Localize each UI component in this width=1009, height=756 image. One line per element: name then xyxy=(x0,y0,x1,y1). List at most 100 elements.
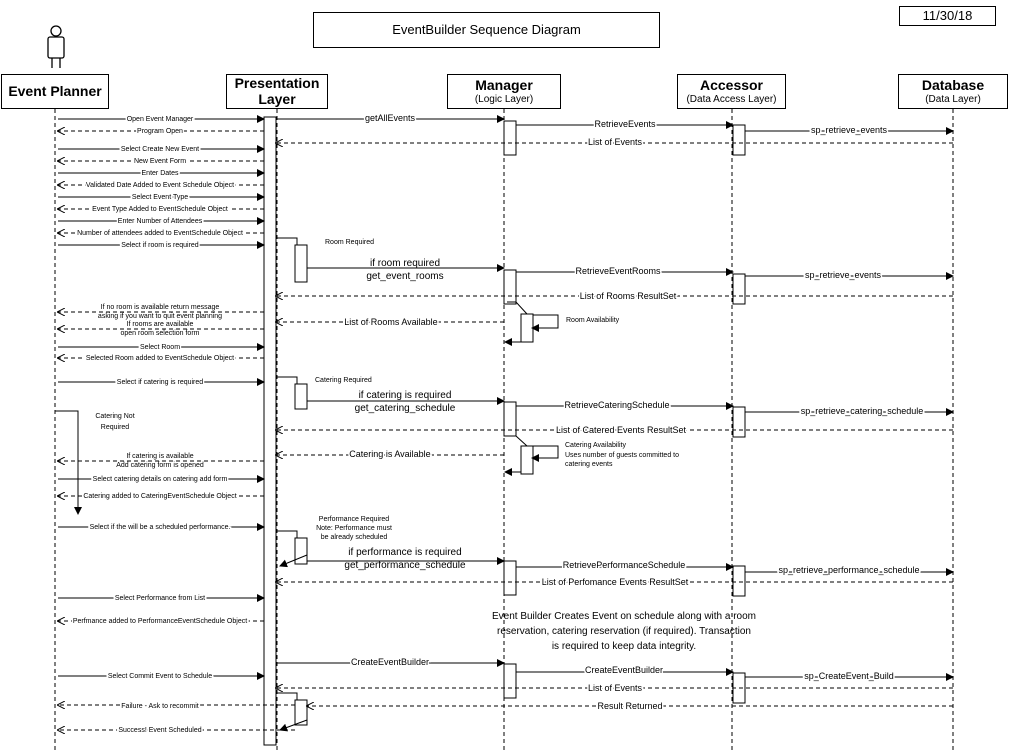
self-message-arrow xyxy=(531,445,559,462)
message-label: Event Type Added to EventSchedule Object xyxy=(92,206,228,213)
participant-presentation-name: Presentation xyxy=(234,75,320,92)
self-call-performance xyxy=(277,530,298,538)
activation-presentation-room xyxy=(294,244,308,283)
activation-presentation-performance xyxy=(294,537,308,565)
message-label: get_event_rooms xyxy=(366,271,443,282)
participant-presentation-layer: Presentation Layer xyxy=(226,74,328,109)
participant-event-planner: Event Planner xyxy=(1,74,109,109)
message-label: Performance Required xyxy=(319,516,390,523)
message-label: Enter Number of Attendees xyxy=(118,218,203,225)
message-label: Uses number of guests committed to xyxy=(565,452,679,459)
message-label: RetrievePerformanceSchedule xyxy=(563,560,686,570)
activation-manager-performance xyxy=(503,560,517,596)
message-label: Perfmance added to PerformanceEventSched… xyxy=(73,618,247,625)
message-label: RetrieveEventRooms xyxy=(575,266,661,276)
message-label: open room selection form xyxy=(121,330,200,337)
message-label: If no room is available return message xyxy=(101,304,220,311)
activation-bars xyxy=(263,116,746,746)
message-label: if catering is required xyxy=(359,390,452,401)
message-label: List of Events xyxy=(588,137,643,147)
message-label: get_catering_schedule xyxy=(355,403,456,414)
message-label: List of Rooms Available xyxy=(344,317,437,327)
catering-availability-bracket xyxy=(507,435,528,447)
date-box: 11/30/18 xyxy=(899,6,996,26)
participant-presentation-name2: Layer xyxy=(258,90,296,107)
activation-accessor-performance xyxy=(732,565,746,597)
participant-database-name: Database xyxy=(921,77,985,94)
message-label: sp_retrieve_events xyxy=(805,270,882,280)
message-label: New Event Form xyxy=(134,158,186,165)
message-label: Select Event Type xyxy=(132,194,188,201)
activation-presentation-commit xyxy=(294,699,308,726)
message-label: List of Rooms ResultSet xyxy=(580,291,677,301)
message-label: CreateEventBuilder xyxy=(585,665,663,675)
room-availability-bracket xyxy=(507,301,528,315)
message-label: reservation, catering reservation (if re… xyxy=(497,626,751,637)
participant-event-planner-name: Event Planner xyxy=(8,82,102,99)
self-message-arrow xyxy=(279,719,308,732)
activation-accessor-catering xyxy=(732,406,746,438)
participant-database-sub: (Data Layer) xyxy=(925,93,981,105)
message-label: Catering added to CateringEventSchedule … xyxy=(83,493,236,500)
message-label: Select if catering is required xyxy=(117,379,203,386)
message-label: RetrieveCateringSchedule xyxy=(564,400,669,410)
lifelines xyxy=(54,109,954,750)
activation-manager-catering-avail xyxy=(520,445,534,475)
message-label: Note: Performance must xyxy=(316,525,392,532)
message-label: if room required xyxy=(370,258,440,269)
participant-accessor: Accessor (Data Access Layer) xyxy=(677,74,786,109)
activation-manager-events xyxy=(503,120,517,156)
message-label: Add catering form is opened xyxy=(116,462,204,469)
message-label: Select Commit Event to Schedule xyxy=(108,673,212,680)
message-label: Result Returned xyxy=(597,701,662,711)
actor-stick-figure xyxy=(47,25,65,68)
message-label: Select catering details on catering add … xyxy=(93,476,228,483)
message-label: List of Events xyxy=(588,683,643,693)
message-label: if performance is required xyxy=(348,547,461,558)
message-label: Success! Event Scheduled xyxy=(118,727,201,734)
message-label: Select Create New Event xyxy=(121,146,199,153)
message-label: sp_retrieve_performance_schedule xyxy=(778,565,919,575)
message-label: getAllEvents xyxy=(365,113,416,123)
structural-lines xyxy=(55,237,528,700)
message-label: If catering is available xyxy=(126,453,193,460)
diagram-title: EventBuilder Sequence Diagram xyxy=(392,21,581,37)
message-label: Required xyxy=(101,424,130,431)
message-label: get_performance_schedule xyxy=(344,560,466,571)
message-label: sp_CreateEvent_Build xyxy=(804,671,894,681)
message-label: Catering Availability xyxy=(565,442,626,449)
participant-accessor-sub: (Data Access Layer) xyxy=(686,93,777,105)
message-label: Enter Dates xyxy=(142,170,179,177)
message-label: Room Availability xyxy=(566,317,620,324)
participant-manager-sub: (Logic Layer) xyxy=(474,93,534,105)
message-label: Select if room is required xyxy=(121,242,199,249)
activation-accessor-events xyxy=(732,124,746,156)
message-label: Failure - Ask to recommit xyxy=(121,703,198,710)
participant-accessor-name: Accessor xyxy=(699,77,764,94)
activation-manager-catering xyxy=(503,401,517,437)
message-label: Catering is Available xyxy=(349,449,430,459)
self-message-arrow xyxy=(279,554,308,568)
message-label: catering events xyxy=(565,461,613,468)
message-label: sp_retrieve_events xyxy=(811,125,888,135)
message-label: sp_retrieve_catering_schedule xyxy=(801,406,924,416)
message-label: List of Perfomance Events ResultSet xyxy=(542,577,689,587)
message-label: Program Open xyxy=(137,128,183,135)
diagram-date: 11/30/18 xyxy=(922,7,973,23)
self-call-catering xyxy=(277,376,298,384)
participant-database: Database (Data Layer) xyxy=(898,74,1008,109)
message-label: List of Catered Events ResultSet xyxy=(556,425,687,435)
message-label: asking if you want to quit event plannin… xyxy=(98,313,222,320)
activation-manager-room-avail xyxy=(520,313,534,343)
message-label: If rooms are available xyxy=(127,321,194,328)
self-call-room xyxy=(277,237,298,245)
message-label: RetrieveEvents xyxy=(594,119,656,129)
message-label: Number of attendees added to EventSchedu… xyxy=(77,230,243,237)
message-label: be already scheduled xyxy=(321,534,388,541)
message-label: Validated Date Added to Event Schedule O… xyxy=(86,182,234,189)
catering-not-required-loop xyxy=(55,410,82,515)
self-call-commit xyxy=(277,692,298,700)
self-message-arrow xyxy=(531,314,559,332)
